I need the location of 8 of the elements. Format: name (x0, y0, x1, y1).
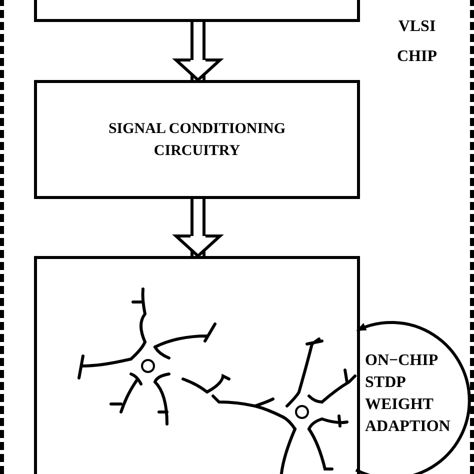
process-box (34, 80, 360, 199)
box-label: SIGNAL CONDITIONING CIRCUITRY (107, 120, 287, 160)
feedback-loop-arrow (355, 321, 471, 474)
neuron-panel (34, 256, 360, 474)
chip-label: VLSI CHIP (396, 17, 438, 67)
block-arrow (174, 22, 222, 82)
block-arrow (174, 199, 222, 258)
adaption-label: ON−CHIP STDP WEIGHT ADAPTION (365, 351, 452, 437)
